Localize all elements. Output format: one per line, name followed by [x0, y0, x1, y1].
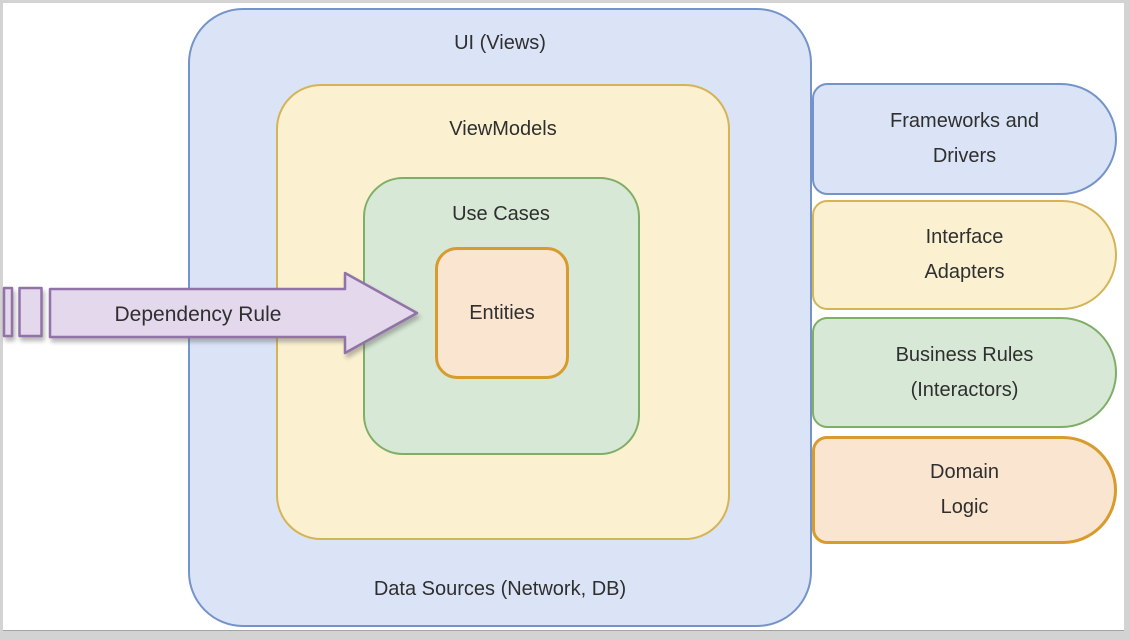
layer-label-entities: Entities: [469, 302, 535, 324]
legend-frameworks-and-drivers: Frameworks and Drivers: [812, 83, 1117, 195]
layer-label-data-sources: Data Sources (Network, DB): [373, 578, 627, 600]
layer-viewmodels: ViewModels Use Cases Entities: [276, 84, 730, 540]
layer-label-viewmodels: ViewModels: [449, 118, 557, 140]
legend-interface-adapters: Interface Adapters: [812, 200, 1117, 310]
dependency-rule-label: Dependency Rule: [115, 303, 282, 326]
layer-label-ui-views: UI (Views): [454, 32, 546, 54]
legend-label-line: Logic: [940, 496, 989, 518]
legend-label-line: (Interactors): [910, 378, 1019, 401]
dependency-rule-arrow: Dependency Rule: [2, 271, 419, 355]
legend-domain-logic: Domain Logic: [812, 436, 1117, 544]
arrow-tail-stripe-icon: [2, 286, 14, 338]
legend-label-line: Adapters: [924, 261, 1005, 283]
layer-label-use-cases: Use Cases: [452, 202, 550, 225]
layer-entities: Entities: [435, 247, 569, 379]
legend-label-line: Interface: [925, 226, 1004, 248]
legend-label-line: Domain: [930, 461, 999, 483]
legend-label-line: Frameworks and: [890, 110, 1039, 132]
right-arrow-icon: [48, 271, 419, 355]
legend-business-rules-interactors: Business Rules (Interactors): [812, 317, 1117, 428]
layer-ui-views: UI (Views) ViewModels Use Cases Entities…: [188, 8, 812, 627]
legend-label-line: Business Rules: [895, 343, 1034, 366]
arrow-tail-stripe-icon: [18, 286, 43, 338]
legend-label-line: Drivers: [932, 145, 997, 167]
